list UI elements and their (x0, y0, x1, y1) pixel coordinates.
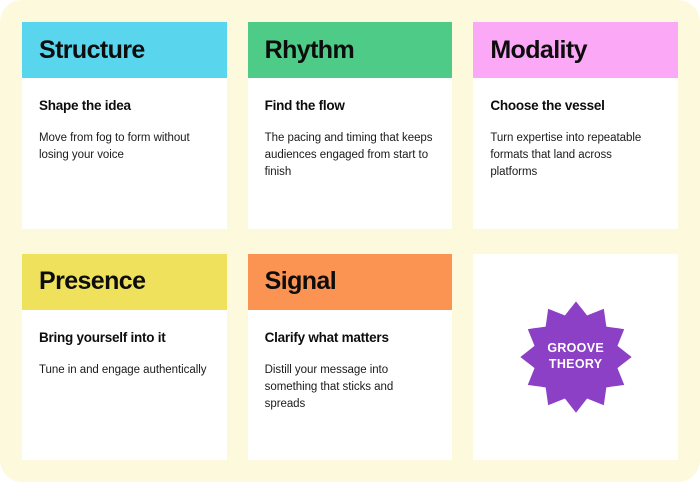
card-header-presence: Presence (22, 253, 227, 310)
card-rhythm[interactable]: Rhythm Find the flow The pacing and timi… (247, 22, 453, 229)
card-title: Rhythm (264, 35, 355, 64)
card-structure[interactable]: Structure Shape the idea Move from fog t… (22, 22, 227, 229)
card-description: Move from fog to form without losing you… (39, 132, 190, 162)
card-description: Turn expertise into repeatable formats t… (490, 132, 642, 179)
card-title: Modality (490, 35, 587, 64)
card-brand-badge[interactable]: GROOVE THEORY (473, 253, 678, 460)
card-header-rhythm: Rhythm (247, 22, 453, 78)
card-subtitle: Choose the vessel (490, 98, 605, 113)
card-subtitle: Bring yourself into it (39, 329, 166, 345)
badge-text: GROOVE THEORY (547, 341, 604, 372)
card-subtitle: Clarify what matters (264, 329, 389, 345)
card-header-modality: Modality (473, 22, 678, 78)
badge-line-1: GROOVE (547, 341, 604, 356)
badge-wrap: GROOVE THEORY (518, 299, 634, 415)
card-subtitle: Find the flow (264, 98, 345, 113)
card-modality[interactable]: Modality Choose the vessel Turn expertis… (473, 22, 678, 229)
card-presence[interactable]: Presence Bring yourself into it Tune in … (22, 253, 227, 461)
card-grid: Structure Shape the idea Move from fog t… (22, 22, 678, 460)
card-body-modality: Choose the vessel Turn expertise into re… (473, 78, 678, 229)
badge-line-2: THEORY (548, 356, 603, 371)
card-header-structure: Structure (22, 22, 227, 78)
card-title: Structure (39, 35, 145, 64)
card-title: Presence (39, 267, 146, 295)
card-description: Distill your message into something that… (264, 363, 394, 410)
card-title: Signal (264, 267, 337, 295)
card-body-presence: Bring yourself into it Tune in and engag… (22, 310, 227, 461)
card-header-signal: Signal (247, 253, 453, 310)
card-body-rhythm: Find the flow The pacing and timing that… (248, 78, 453, 229)
card-subtitle: Shape the idea (39, 98, 131, 113)
card-body-signal: Clarify what matters Distill your messag… (248, 310, 453, 461)
card-description: Tune in and engage authentically (39, 363, 207, 376)
card-signal[interactable]: Signal Clarify what matters Distill your… (247, 253, 453, 461)
starburst-badge-icon (519, 301, 632, 413)
card-body-structure: Shape the idea Move from fog to form wit… (22, 78, 227, 229)
card-description: The pacing and timing that keeps audienc… (264, 132, 433, 179)
